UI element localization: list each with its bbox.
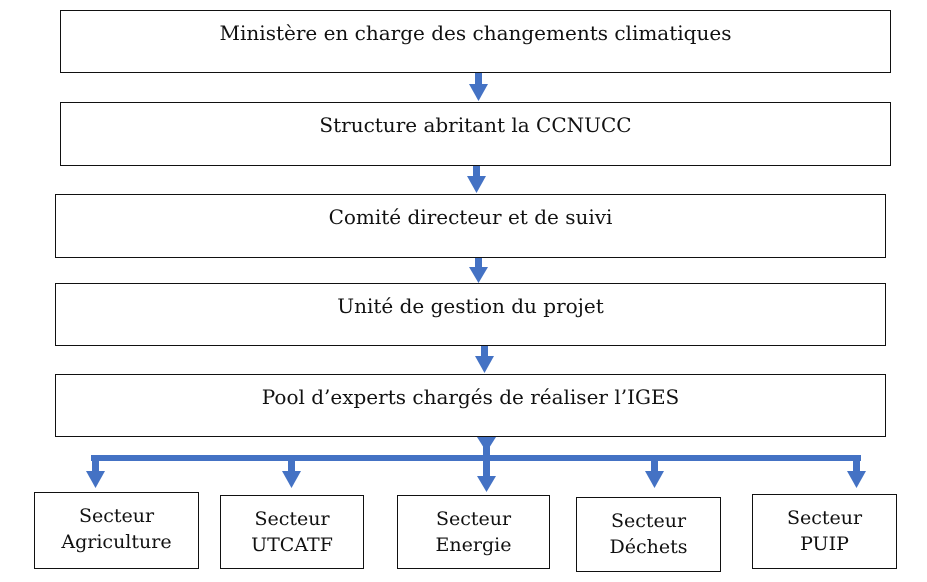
- box-steering-committee-label: Comité directeur et de suivi: [328, 205, 613, 229]
- sector-energie-line1: Secteur: [435, 508, 512, 530]
- sector-energie-line2: Energie: [435, 534, 512, 556]
- sector-puip-line1: Secteur: [786, 507, 863, 529]
- box-expert-pool: Pool d’experts chargés de réaliser l’IGE…: [55, 374, 886, 437]
- box-ministry: Ministère en charge des changements clim…: [60, 10, 891, 73]
- arrow-ministry-to-structure: [469, 73, 488, 101]
- sector-puip-line2: PUIP: [800, 533, 849, 555]
- sector-box-energie: Secteur Energie: [397, 495, 550, 569]
- box-structure-ccnucc-label: Structure abritant la CCNUCC: [319, 113, 632, 137]
- distribution-bus-line: [91, 455, 861, 461]
- box-structure-ccnucc: Structure abritant la CCNUCC: [60, 102, 891, 166]
- box-ministry-label: Ministère en charge des changements clim…: [219, 21, 732, 45]
- box-steering-committee: Comité directeur et de suivi: [55, 194, 886, 258]
- sector-agriculture-line1: Secteur: [78, 505, 155, 527]
- arrow-to-puip: [847, 456, 866, 488]
- sector-box-utcatf: Secteur UTCATF: [220, 495, 364, 569]
- sector-box-agriculture: Secteur Agriculture: [34, 492, 199, 569]
- sector-agriculture-line2: Agriculture: [61, 531, 172, 553]
- sector-dechets-line2: Déchets: [609, 536, 688, 558]
- arrow-unit-to-pool: [475, 346, 494, 373]
- arrow-structure-to-committee: [467, 166, 486, 193]
- box-expert-pool-label: Pool d’experts chargés de réaliser l’IGE…: [261, 385, 680, 409]
- arrow-to-dechets: [645, 456, 664, 488]
- arrow-to-energie: [477, 476, 496, 492]
- sector-utcatf-line2: UTCATF: [251, 534, 333, 556]
- arrow-to-utcatf: [282, 456, 301, 488]
- arrow-to-agriculture: [86, 456, 105, 488]
- sector-utcatf-line1: Secteur: [254, 508, 330, 530]
- box-project-management-unit: Unité de gestion du projet: [55, 283, 886, 346]
- box-project-management-unit-label: Unité de gestion du projet: [337, 294, 604, 318]
- arrow-committee-to-unit: [469, 258, 488, 283]
- sector-box-dechets: Secteur Déchets: [576, 497, 721, 572]
- sector-dechets-line1: Secteur: [610, 510, 687, 532]
- sector-box-puip: Secteur PUIP: [752, 494, 897, 569]
